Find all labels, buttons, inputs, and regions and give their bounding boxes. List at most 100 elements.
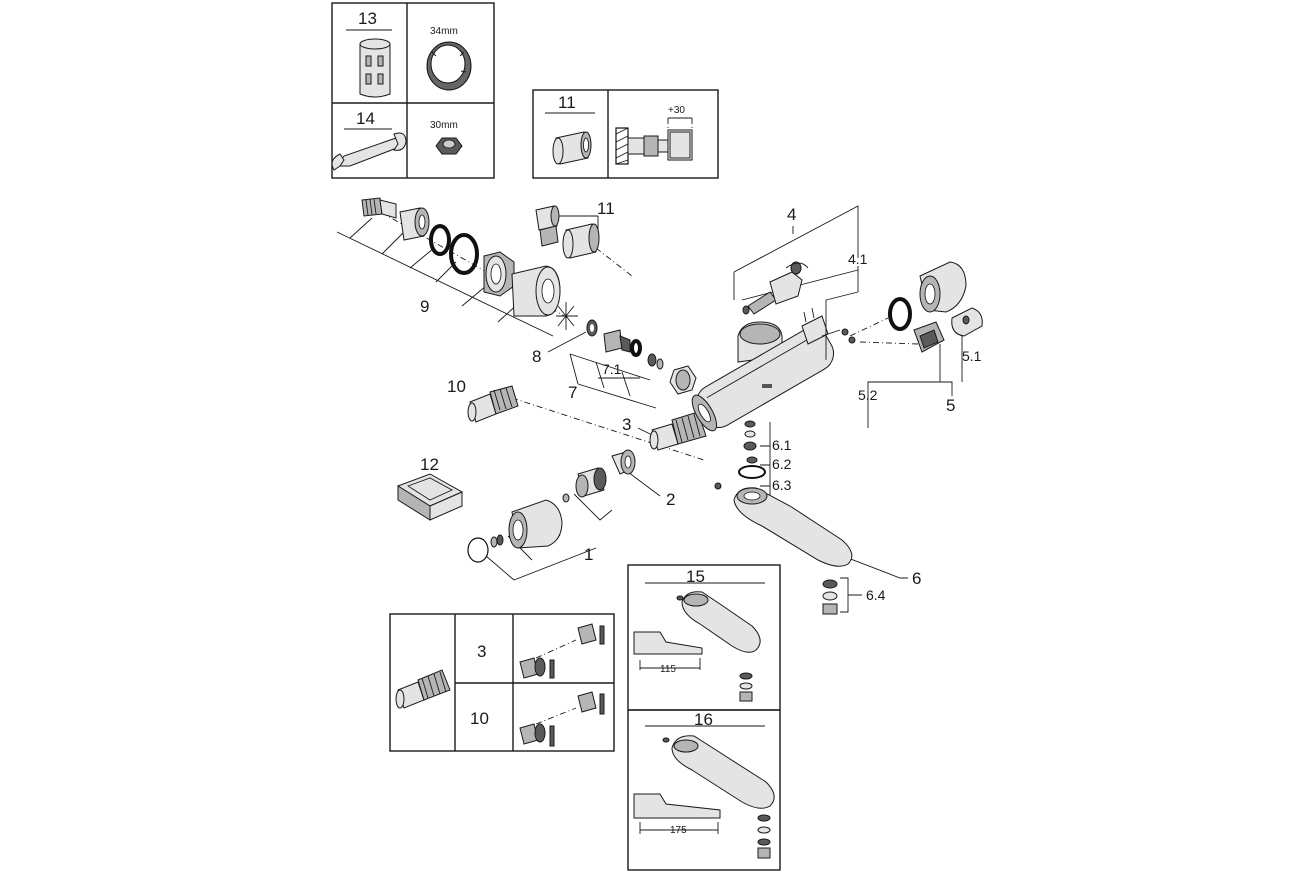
option-3-parts-shape xyxy=(534,657,546,677)
part-9-connection-set-shape xyxy=(369,205,569,319)
part-11-extensions-shape xyxy=(539,225,559,247)
temperature-handle xyxy=(508,499,563,549)
wall-mount-detail-shape xyxy=(667,129,693,161)
wall-mount-detail-shape xyxy=(643,135,659,157)
option-3-parts-shape xyxy=(599,625,605,645)
part-5-flow-control-shape xyxy=(867,336,963,428)
spout-seal-6-2 xyxy=(746,456,758,464)
callout-6-2: 6.2 xyxy=(772,456,792,472)
part-11-extensions-shape xyxy=(550,205,560,227)
union-sleeve-shape xyxy=(418,214,426,230)
cartridge-tool-13 xyxy=(359,38,391,98)
o-ring-small xyxy=(429,224,451,256)
aerator-ring-a xyxy=(822,579,838,589)
open-wrench-14-shape xyxy=(393,132,407,151)
option-3-parts xyxy=(519,623,605,679)
inset-spout-15-shape xyxy=(633,631,703,655)
union-screw-shape xyxy=(379,199,397,219)
part-10-cartridge-shape xyxy=(511,397,705,461)
swivel-spout xyxy=(733,487,853,567)
part-11-extensions-shape xyxy=(588,223,600,253)
callout-1: 1 xyxy=(584,545,593,564)
star-clip-shape xyxy=(556,302,578,330)
inset-spout-15-shape xyxy=(639,658,701,670)
cartridge-tool-13-shape xyxy=(377,73,384,85)
part-2-stop-ring: 2 xyxy=(611,449,675,509)
inset-spout-15-shape xyxy=(683,593,709,607)
flow-clip-5-2-shape xyxy=(919,329,939,349)
union-nut xyxy=(483,251,515,297)
part-12-battery-box-shape xyxy=(406,477,454,501)
part-12-battery-box: 12 xyxy=(396,455,464,521)
inset-spout-16-shape xyxy=(639,822,719,834)
mixer-body-shape xyxy=(739,323,781,345)
callout-2: 2 xyxy=(666,490,675,509)
star-clip xyxy=(556,302,578,330)
ring-wrench-34mm-shape xyxy=(430,44,466,84)
wall-mount-detail-shape xyxy=(669,131,691,159)
handle-screw xyxy=(562,493,570,503)
flow-handle-cap-shape xyxy=(924,283,936,305)
callout-6: 6 xyxy=(912,569,921,588)
inset-spout-15-shape xyxy=(739,682,753,690)
union-nut-shape xyxy=(490,263,502,285)
ring-wrench-34mm-shape xyxy=(431,51,467,73)
mixer-body-shape-shape xyxy=(697,403,711,423)
part-11-extensions-shape xyxy=(562,229,574,259)
part-4-control-unit-shape xyxy=(733,205,859,301)
callout-6-1: 6.1 xyxy=(772,437,792,453)
part-6-spout-set-shape xyxy=(840,577,862,613)
union-screw-shape xyxy=(365,198,377,216)
clip-assembly-shape xyxy=(803,307,841,337)
handle-adapter xyxy=(575,467,607,498)
part-9-connection-set: 9 xyxy=(336,197,578,337)
part-11-extensions: 11 xyxy=(535,199,633,277)
inset-spout-15: 15 115 xyxy=(627,564,781,711)
option-3-parts-shape xyxy=(577,623,597,645)
callout-8: 8 xyxy=(532,347,541,366)
aerator-body xyxy=(822,603,838,615)
size-30mm-label: 30mm xyxy=(430,120,458,131)
union-sleeve xyxy=(399,207,430,241)
option-3-parts-shape xyxy=(535,639,577,659)
nut-30mm-shape xyxy=(442,139,456,149)
inlet-nut-shape xyxy=(675,369,691,391)
part-13-label: 13 xyxy=(358,9,377,28)
inset-spout-16-shape xyxy=(633,793,721,819)
clip-assembly-shape xyxy=(841,328,849,336)
inset-spout-16-shape xyxy=(662,737,670,743)
inset-spout-15-shape xyxy=(681,591,761,653)
wall-mount-detail xyxy=(615,117,693,165)
part-12-battery-box-shape xyxy=(429,491,463,521)
part-10-cartridge-shape xyxy=(493,387,513,411)
spout-16-length: 175 xyxy=(670,825,687,836)
extension-piece-shape xyxy=(583,137,589,153)
cartridge-tool-13-shape xyxy=(377,55,384,67)
wall-mount-detail-shape xyxy=(615,127,629,165)
handle-adapter-shape xyxy=(593,467,607,491)
inset-tools-shape xyxy=(331,2,495,179)
handle-adapter-shape xyxy=(575,474,589,498)
clip-assembly xyxy=(801,307,889,345)
part-4-1-bracket: 4.1 xyxy=(825,251,868,360)
ring-wrench-34mm xyxy=(426,41,472,91)
inset-spout-15-shape xyxy=(739,672,753,680)
callout-11: 11 xyxy=(597,199,615,218)
inset-spout-16-shape xyxy=(671,735,775,809)
cartridge-option-10: 10 xyxy=(470,709,489,728)
size-34mm-label: 34mm xyxy=(430,26,458,37)
part-9-connection-set-shape xyxy=(349,217,521,323)
option-10-parts-shape xyxy=(534,723,546,743)
part-3-thermostat-cartridge-shape xyxy=(649,430,659,450)
option-10-parts-shape xyxy=(535,707,577,725)
diverter-lever xyxy=(742,261,809,315)
open-wrench-14-shape xyxy=(334,137,403,167)
inlet-nut xyxy=(669,365,697,395)
spout-seal-6-1b xyxy=(744,430,756,438)
cartridge-option-3: 3 xyxy=(477,642,486,661)
cartridge-overview xyxy=(395,669,451,709)
wall-mount-detail-shape xyxy=(657,139,669,153)
part-10-cartridge-shape xyxy=(467,402,477,422)
nut-30mm xyxy=(435,137,463,155)
spout-16-number: 16 xyxy=(694,710,713,729)
